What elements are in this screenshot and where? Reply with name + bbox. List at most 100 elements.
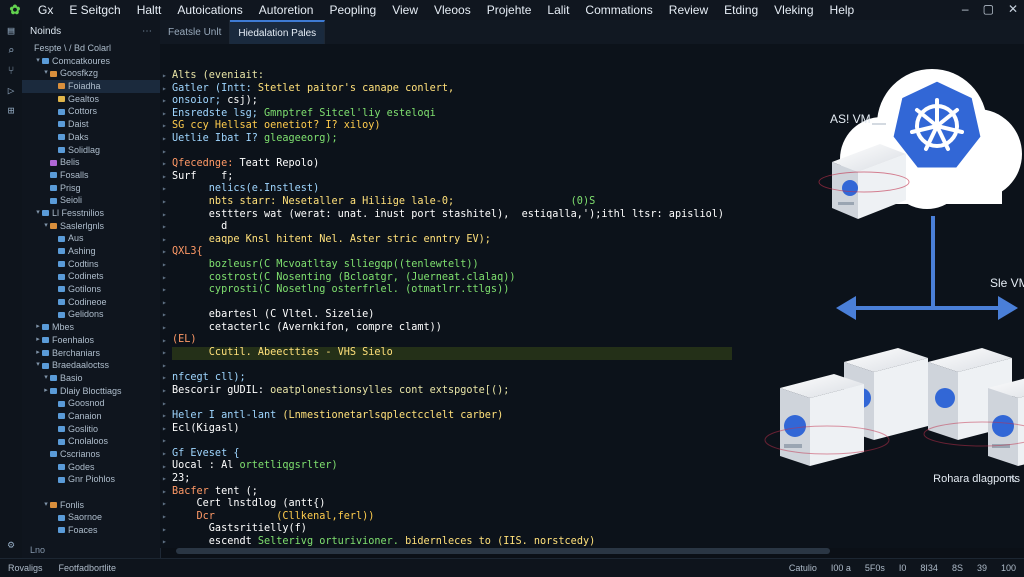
code-line[interactable]: Bacfer tent (; [172, 486, 732, 499]
code-line[interactable]: esttters wat (werat: unat. inust port st… [172, 209, 732, 222]
fold-marker-icon[interactable]: ▸ [162, 247, 167, 257]
fold-marker-icon[interactable]: ▸ [162, 234, 167, 244]
code-line[interactable]: cetacterlc (Avernkifon, compre clamt)) [172, 322, 732, 335]
tree-item[interactable]: Seioli [22, 194, 160, 207]
tree-item[interactable]: Daks [22, 131, 160, 144]
fold-marker-icon[interactable]: ▸ [162, 499, 167, 509]
tree-item[interactable]: Aus [22, 232, 160, 245]
code-line[interactable]: Alts (eveniait: [172, 70, 732, 83]
code-line[interactable]: onsoior; csj); [172, 95, 732, 108]
menu-item[interactable]: Lalit [547, 3, 570, 17]
code-line[interactable]: Gf Eveset { [172, 448, 732, 461]
menu-item[interactable]: Help [829, 3, 855, 17]
fold-marker-icon[interactable]: ▸ [162, 449, 167, 458]
fold-marker-icon[interactable]: ▸ [162, 83, 167, 93]
extensions-icon[interactable]: ⊞ [7, 103, 15, 117]
code-line[interactable]: nfcegt cll); [172, 372, 732, 385]
run-icon[interactable]: ▷ [7, 83, 15, 97]
fold-marker-icon[interactable]: ▸ [162, 486, 167, 496]
code-line[interactable]: bozleusr(C Mcvoatltay slliegqp((tenlewte… [172, 259, 732, 272]
tree-item[interactable]: ▾Fonlis [22, 499, 160, 512]
code-line[interactable]: costrost(C Nosenting (Bcloatgr, (Juernea… [172, 272, 732, 285]
code-line[interactable]: Gatler (Intt: Stetlet paitor's canape co… [172, 83, 732, 96]
fold-marker-icon[interactable]: ▸ [162, 272, 167, 282]
tree-item[interactable]: ▾Basio [22, 372, 160, 385]
editor-tab[interactable]: Featsle Unlt [160, 20, 231, 44]
fold-marker-icon[interactable]: ▸ [162, 423, 167, 433]
tree-item[interactable]: Codinets [22, 270, 160, 283]
tree-item[interactable]: ▸Berchaniars [22, 347, 160, 360]
fold-marker-icon[interactable]: ▸ [162, 474, 167, 484]
fold-marker-icon[interactable]: ▸ [162, 159, 167, 169]
code-editor[interactable]: ▸▸▸▸▸▸▸▸▸▸▸▸▸▸▸▸▸▸▸▸▸▸▸▸▸▸▸▸▸▸▸▸▸▸▸▸▸▸ A… [160, 44, 1024, 548]
tree-item[interactable]: Codineoe [22, 296, 160, 309]
source-control-icon[interactable]: ⑂ [7, 63, 15, 77]
close-icon[interactable]: ✕ [1007, 2, 1018, 16]
menu-item[interactable]: View [392, 3, 418, 17]
status-item[interactable]: 8I34 [920, 563, 938, 573]
fold-marker-icon[interactable]: ▸ [162, 461, 167, 471]
tree-item[interactable]: Saornoe [22, 511, 160, 524]
code-line[interactable] [172, 435, 732, 448]
code-line[interactable]: Surf f; [172, 171, 732, 184]
menu-item[interactable]: Vleoos [434, 3, 471, 17]
status-item[interactable]: 39 [976, 563, 987, 573]
status-item[interactable]: I00 a [830, 563, 851, 573]
code-line[interactable]: 23; [172, 473, 732, 486]
fold-marker-icon[interactable]: ▸ [162, 386, 167, 395]
tree-item[interactable]: ▾Braedaaloctss [22, 359, 160, 372]
tree-item[interactable] [22, 486, 160, 499]
status-item[interactable]: Catulio [788, 563, 817, 573]
tree-item[interactable]: ▸Mbes [22, 321, 160, 334]
menu-item[interactable]: Haltt [136, 3, 162, 17]
tree-item[interactable]: Foiadha [22, 80, 160, 93]
fold-marker-icon[interactable]: ▸ [162, 146, 167, 156]
fold-marker-icon[interactable]: ▸ [162, 222, 167, 232]
tree-item[interactable]: ▾Comcatkoures [22, 55, 160, 68]
code-line[interactable] [172, 360, 732, 373]
fold-marker-icon[interactable]: ▸ [162, 524, 167, 534]
status-item[interactable]: I0 [898, 563, 907, 573]
menu-item[interactable]: Review [668, 3, 709, 17]
tree-item[interactable]: Cottors [22, 105, 160, 118]
code-line[interactable]: ebartesl (C Vltel. Sizelie) [172, 309, 732, 322]
fold-marker-icon[interactable]: ▸ [162, 537, 167, 547]
tree-item[interactable]: Solidlag [22, 144, 160, 157]
fold-marker-icon[interactable]: ▸ [162, 209, 167, 219]
tree-item[interactable]: ▾Goosfkzg [22, 67, 160, 80]
menu-item[interactable]: E Seitgch [69, 3, 121, 17]
fold-marker-icon[interactable]: ▸ [162, 108, 167, 118]
tree-item[interactable]: Gealtos [22, 93, 160, 106]
maximize-icon[interactable]: ▢ [982, 2, 994, 16]
fold-marker-icon[interactable]: ▸ [162, 411, 167, 421]
tree-item[interactable]: Gnr Piohlos [22, 473, 160, 486]
tree-item[interactable]: ▸Foenhalos [22, 334, 160, 347]
fold-marker-icon[interactable]: ▸ [162, 96, 167, 106]
fold-marker-icon[interactable]: ▸ [162, 348, 167, 358]
explorer-icon[interactable]: ▤ [7, 23, 15, 37]
tree-item[interactable]: Prisg [22, 182, 160, 195]
settings-icon[interactable]: ⚙ [7, 537, 15, 551]
fold-marker-icon[interactable]: ▸ [162, 71, 167, 80]
fold-marker-icon[interactable]: ▸ [162, 285, 167, 295]
tree-item[interactable]: Gotilons [22, 283, 160, 296]
menu-item[interactable]: Commations [585, 3, 653, 17]
fold-marker-icon[interactable]: ▸ [162, 335, 167, 345]
status-item[interactable]: 5F0s [864, 563, 885, 573]
status-item[interactable]: Rovaligs [8, 563, 43, 573]
code-line[interactable]: Heler I antl-lant (Lnmestionetarlsqplect… [172, 410, 732, 423]
code-line[interactable]: eaqpe Knsl hitent Nel. Aster stric enntr… [172, 234, 732, 247]
status-item[interactable]: 8S [951, 563, 963, 573]
code-line[interactable]: SG ccy Hellsat oenetiot? I? xiloy) [172, 120, 732, 133]
minimize-icon[interactable]: – [961, 2, 969, 16]
menu-item[interactable]: Vleking [774, 3, 814, 17]
fold-marker-icon[interactable]: ▸ [162, 134, 167, 143]
tree-item[interactable]: Ashing [22, 245, 160, 258]
fold-marker-icon[interactable]: ▸ [162, 184, 167, 194]
code-line[interactable]: nelics(e.Instlest) [172, 183, 732, 196]
tree-item[interactable]: Canaion [22, 410, 160, 423]
code-line[interactable]: Bescorir gUDIL: oeatplonestionsylles con… [172, 385, 732, 398]
tree-item[interactable]: Goslitio [22, 423, 160, 436]
code-line[interactable] [172, 397, 732, 410]
app-logo-icon[interactable]: ✿ [9, 2, 21, 17]
